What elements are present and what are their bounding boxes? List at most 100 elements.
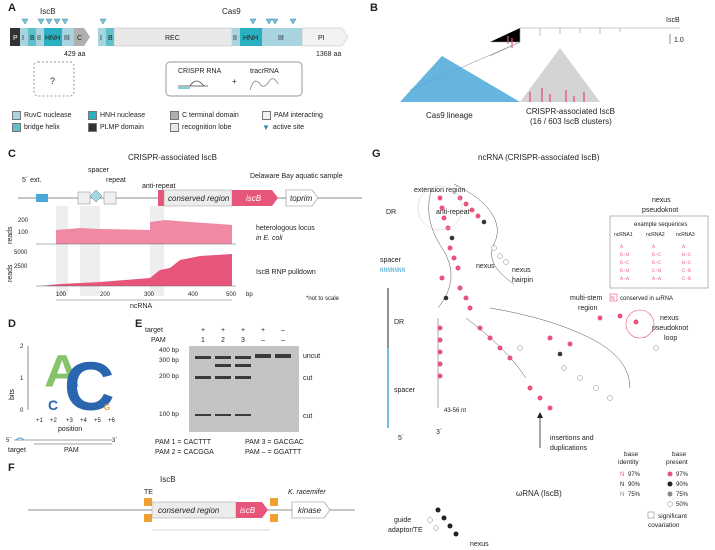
reads-label-1: reads — [7, 226, 14, 244]
iscb-tree-label: IscB — [666, 17, 680, 24]
present-90: 90% — [676, 482, 689, 488]
pk-name-3: ncRNA3 — [676, 232, 695, 238]
y-tick-1: 1 — [20, 376, 24, 382]
panel-a-figure: IscB Cas9 P I B II HNH III C 429 aa I B … — [10, 7, 349, 97]
three-prime: 3´ — [112, 438, 117, 444]
svg-text:A-A: A-A — [652, 276, 661, 282]
panel-g-title: ncRNA (CRISPR-associated IscB) — [478, 153, 600, 162]
rna-bases-conserved — [437, 195, 639, 411]
pam-row-label: PAM — [151, 337, 166, 344]
iscb-dom-iii: III — [64, 35, 70, 42]
x-tick-500: 500 — [226, 292, 237, 298]
nexus-label: nexus — [476, 263, 495, 270]
cas9-lineage-triangle — [400, 56, 520, 102]
pk-loop-2: pseudoknot — [652, 325, 688, 332]
pos-1: +1 — [36, 418, 44, 424]
panel-label-g: G — [372, 148, 381, 160]
dr-label: DR — [386, 209, 396, 216]
track2-coverage — [40, 254, 232, 286]
svg-text:G-C: G-C — [652, 260, 661, 266]
present-label-1: base — [672, 451, 686, 458]
ladder-200: 200 bp — [159, 373, 179, 380]
active-site-icons — [21, 18, 297, 25]
pam-lane5: – — [281, 337, 285, 344]
y1-tick-100: 100 — [18, 230, 29, 236]
panel-label-f: F — [8, 462, 15, 474]
adaptor-label: adaptor/TE — [388, 527, 423, 534]
target-lane5: – — [281, 327, 285, 334]
present-97: 97% — [676, 472, 689, 478]
svg-text:N: N — [611, 296, 615, 302]
panel-label-d: D — [8, 318, 16, 330]
spacer-g: spacer — [380, 257, 402, 264]
logo-c: C — [64, 348, 115, 425]
panel-d-logo: bits 2 1 0 A C C G +1 +2 +3 +4 +5 +6 pos… — [6, 344, 117, 454]
track1-coverage — [38, 220, 232, 244]
legend-ruvc: RuvC nuclease — [12, 111, 71, 120]
nexus-bottom-label: nexus — [470, 541, 489, 548]
identity-75: 75% — [628, 492, 641, 498]
iscb-dom-hnh: HNH — [45, 35, 60, 42]
cut-label-2: cut — [303, 413, 312, 420]
nt-label: 43-56 nt — [444, 408, 466, 414]
cas9-dom-rec: REC — [165, 35, 180, 42]
cas9-dom-pi: PI — [318, 35, 325, 42]
panel-label-a: A — [8, 2, 16, 14]
ladder-100: 100 bp — [159, 411, 179, 418]
pk-loop-1: nexus — [660, 315, 679, 322]
identity-label-2: identity — [618, 459, 639, 466]
cut-label-1: cut — [303, 375, 312, 382]
y2-tick-5000: 5000 — [14, 250, 28, 256]
panel-f-title: IscB — [160, 475, 176, 484]
iscb-domain-bar: P I B II HNH III C — [10, 28, 90, 46]
legend-pam: PAM interacting — [262, 111, 323, 120]
pos-5: +5 — [94, 418, 102, 424]
svg-text:N: N — [620, 492, 624, 498]
y2-tick-2500: 2500 — [14, 264, 28, 270]
scale-bar-label: 1.0 — [674, 37, 684, 44]
covar-label-2: covariation — [648, 522, 680, 529]
svg-text:C-G: C-G — [682, 268, 691, 274]
insertions-label: insertions and — [550, 435, 594, 442]
legend-plmp: PLMP domain — [88, 123, 144, 132]
y-tick-2: 2 — [20, 344, 24, 350]
multi-stem-2: region — [578, 305, 598, 312]
target-lane2: + — [221, 327, 225, 334]
conserved-region-f: conserved region — [158, 506, 220, 515]
te-label: TE — [144, 489, 153, 496]
logo-a: A — [44, 347, 80, 397]
x-axis-label: ncRNA — [130, 303, 153, 310]
iscb-dom-b: B — [30, 35, 35, 42]
multi-stem-1: multi-stem — [570, 295, 602, 302]
present-75: 75% — [676, 492, 689, 498]
cas9-domain-bar: I B REC II HNH III PI — [98, 27, 349, 47]
target-label-d: target — [8, 447, 26, 454]
anti-repeat-label: anti-repeat — [142, 183, 176, 190]
tracrrna-label: tracrRNA — [250, 68, 279, 75]
target-row-label: target — [145, 327, 163, 334]
crispr-rna-label: CRISPR RNA — [178, 68, 222, 75]
pam3-seq: PAM 3 = GACGAC — [245, 439, 304, 446]
pk-box — [609, 215, 709, 289]
track1-label: heterologous locus — [256, 225, 315, 232]
panel-c-title: CRISPR-associated IscB — [128, 153, 217, 162]
pk-box-title-2: pseudoknot — [642, 207, 678, 214]
panel-b-tree: IscB 1.0 Cas9 lineage CRISPR-associated … — [400, 17, 684, 126]
target-lane3: + — [241, 327, 245, 334]
pk-examples: example sequences — [634, 222, 687, 228]
x-tick-100: 100 — [56, 292, 67, 298]
pam2-seq: PAM 2 = CACGGA — [155, 449, 214, 456]
iscb-dom-ii: II — [37, 35, 41, 42]
unknown-mark: ? — [50, 76, 55, 86]
guide-label: guide — [394, 517, 411, 524]
legend-recog: recognition lobe — [170, 123, 231, 132]
pos-3: +3 — [66, 418, 74, 424]
covar-label-1: significant — [658, 513, 687, 520]
omega-rna-label: ωRNA (IscB) — [516, 489, 562, 498]
svg-text:A: A — [682, 244, 685, 250]
x-tick-300: 300 — [144, 292, 155, 298]
conserved-note: conserved in ωRNA — [620, 296, 673, 302]
pk-box-title-1: nexus — [652, 197, 671, 204]
identity-97: 97% — [628, 472, 641, 478]
track1-label2: in E. coli — [256, 235, 283, 242]
